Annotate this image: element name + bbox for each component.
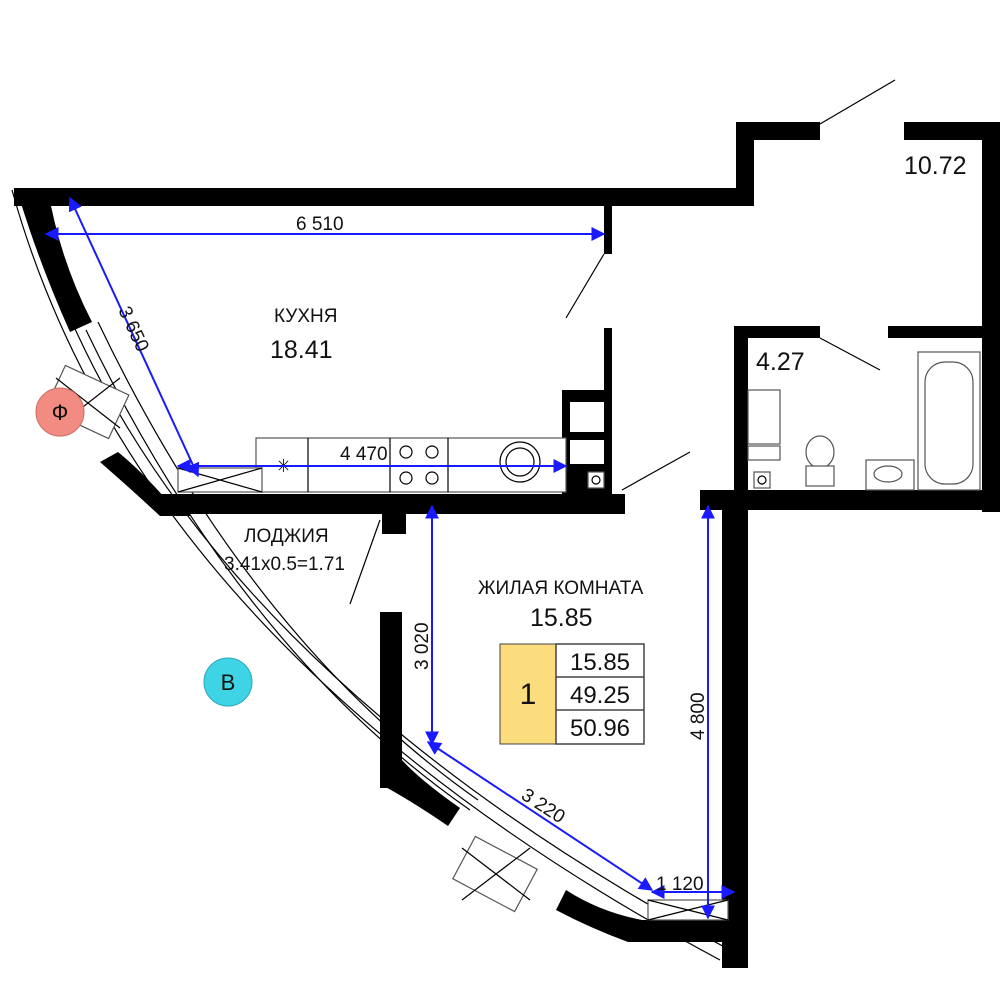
window-bottom [452, 835, 538, 913]
dim-living-left: 3 020 [412, 622, 433, 670]
dim-kitchen-diag: 3 650 [113, 303, 152, 355]
door-lines [349, 79, 896, 605]
summary-total-area: 49.25 [570, 682, 630, 709]
rooms-count: 1 [520, 678, 537, 711]
room-loggia-name: ЛОДЖИЯ [244, 526, 329, 547]
dim-kitchen-counter: 4 470 [340, 444, 388, 465]
room-living-name: ЖИЛАЯ КОМНАТА [478, 578, 644, 599]
dim-line-living-diag [426, 741, 654, 891]
side-marker-circle [203, 657, 253, 707]
window-right [647, 899, 729, 921]
room-hall-area: 10.72 [904, 152, 967, 180]
facade-marker-circle [35, 387, 85, 437]
facade-marker-letter: Ф [52, 400, 69, 425]
room-kitchen-name: КУХНЯ [274, 306, 337, 327]
dim-living-right: 4 800 [688, 692, 709, 740]
walls [14, 122, 1000, 968]
side-marker-letter: В [221, 670, 236, 695]
bathroom-fixtures [747, 351, 981, 491]
summary-badge: 1 15.85 49.25 50.96 [499, 643, 645, 745]
dim-living-diag: 3 220 [517, 785, 568, 829]
summary-total-with-loggia: 50.96 [570, 715, 630, 742]
dim-window-bottom: 1 120 [656, 874, 704, 895]
room-bathroom-area: 4.27 [756, 348, 805, 376]
room-loggia-formula: 3.41x0.5=1.71 [224, 554, 345, 575]
room-living-area: 15.85 [530, 604, 593, 632]
dimension-lines [44, 196, 736, 920]
side-marker: В [203, 657, 253, 707]
facade-marker: Ф [35, 387, 85, 437]
dim-kitchen-width: 6 510 [296, 214, 344, 235]
rooms-count-box [499, 643, 557, 745]
dim-line-kitchen-diag [68, 196, 200, 478]
summary-living-area: 15.85 [570, 649, 630, 676]
room-kitchen-area: 18.41 [270, 336, 333, 364]
